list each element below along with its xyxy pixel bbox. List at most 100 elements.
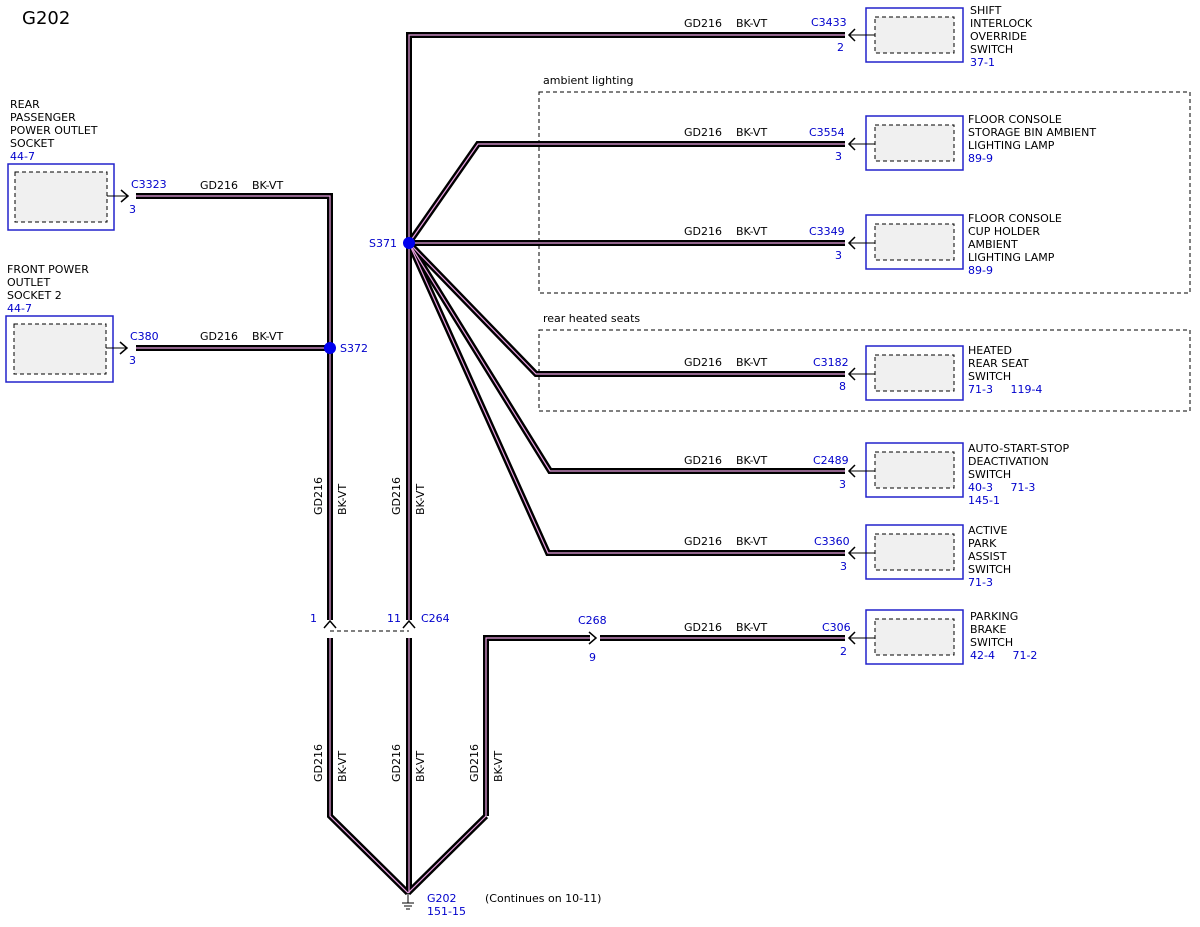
component-active-park-assist-switch: C3360 3 ACTIVE PARK ASSIST SWITCH 71-3: [814, 524, 1011, 589]
svg-text:BK-VT: BK-VT: [736, 356, 767, 369]
svg-text:FRONT POWER: FRONT POWER: [7, 263, 89, 276]
ground-note: (Continues on 10-11): [485, 892, 601, 905]
svg-text:C3360: C3360: [814, 535, 850, 548]
svg-text:BK-VT: BK-VT: [736, 126, 767, 139]
svg-text:BK-VT: BK-VT: [336, 751, 349, 782]
svg-text:BRAKE: BRAKE: [970, 623, 1006, 636]
svg-text:GD216: GD216: [684, 454, 722, 467]
ambient-lighting-group: [538, 91, 1191, 294]
svg-text:REAR: REAR: [10, 98, 40, 111]
svg-text:C3323: C3323: [131, 178, 167, 191]
svg-text:PARKING: PARKING: [970, 610, 1018, 623]
svg-text:GD216: GD216: [684, 535, 722, 548]
vertical-wire-labels: GD216 BK-VT GD216 BK-VT GD216 BK-VT GD21…: [312, 477, 505, 782]
svg-text:LIGHTING LAMP: LIGHTING LAMP: [968, 251, 1055, 264]
svg-text:PARK: PARK: [968, 537, 997, 550]
rear-heated-seats-group: [538, 329, 1191, 412]
svg-text:145-1: 145-1: [968, 494, 1000, 507]
svg-text:BK-VT: BK-VT: [492, 751, 505, 782]
c264-pin-a: 1: [310, 612, 317, 625]
svg-text:GD216: GD216: [684, 225, 722, 238]
svg-text:SOCKET: SOCKET: [10, 137, 54, 150]
ground-ref: 151-15: [427, 905, 466, 918]
c268-label: C268: [578, 614, 607, 627]
svg-text:GD216: GD216: [468, 744, 481, 782]
svg-text:2: 2: [837, 41, 844, 54]
svg-text:BK-VT: BK-VT: [736, 454, 767, 467]
svg-text:42-4 71-2: 42-4 71-2: [970, 649, 1037, 662]
component-heated-rear-seat-switch: C3182 8 HEATED REAR SEAT SWITCH 71-3 119…: [813, 344, 1042, 401]
ambient-lighting-label: ambient lighting: [543, 74, 633, 87]
svg-text:C2489: C2489: [813, 454, 849, 467]
svg-text:BK-VT: BK-VT: [414, 484, 427, 515]
svg-text:GD216: GD216: [312, 477, 325, 515]
svg-text:FLOOR CONSOLE: FLOOR CONSOLE: [968, 212, 1062, 225]
svg-text:GD216: GD216: [684, 621, 722, 634]
svg-text:C380: C380: [130, 330, 159, 343]
rear-heated-seats-label: rear heated seats: [543, 312, 640, 325]
svg-text:DEACTIVATION: DEACTIVATION: [968, 455, 1049, 468]
svg-text:2: 2: [840, 645, 847, 658]
svg-text:LIGHTING LAMP: LIGHTING LAMP: [968, 139, 1055, 152]
svg-text:BK-VT: BK-VT: [336, 484, 349, 515]
component-cup-holder-ambient-lamp: C3349 3 FLOOR CONSOLE CUP HOLDER AMBIENT…: [809, 212, 1062, 277]
svg-text:SHIFT: SHIFT: [970, 4, 1002, 17]
svg-text:BK-VT: BK-VT: [736, 225, 767, 238]
svg-text:3: 3: [835, 249, 842, 262]
c268-pin: 9: [589, 651, 596, 664]
svg-text:OUTLET: OUTLET: [7, 276, 51, 289]
svg-text:BK-VT: BK-VT: [736, 17, 767, 30]
diagram-title: G202: [22, 8, 70, 29]
component-auto-start-stop-switch: C2489 3 AUTO-START-STOP DEACTIVATION SWI…: [813, 442, 1069, 507]
svg-text:SWITCH: SWITCH: [970, 43, 1013, 56]
component-shift-interlock-override-switch: C3433 2 SHIFT INTERLOCK OVERRIDE SWITCH …: [811, 4, 1033, 69]
svg-text:OVERRIDE: OVERRIDE: [970, 30, 1027, 43]
component-front-power-outlet-socket-2: C380 3 FRONT POWER OUTLET SOCKET 2 44-7: [5, 263, 159, 383]
svg-text:37-1: 37-1: [970, 56, 995, 69]
svg-text:GD216: GD216: [390, 744, 403, 782]
svg-text:CUP HOLDER: CUP HOLDER: [968, 225, 1040, 238]
svg-text:BK-VT: BK-VT: [252, 179, 283, 192]
splice-s371: [403, 237, 415, 249]
connector-c264: 1 11 C264: [310, 612, 450, 632]
svg-text:PASSENGER: PASSENGER: [10, 111, 76, 124]
ground-g202: G202 151-15 (Continues on 10-11): [402, 892, 601, 918]
svg-text:SWITCH: SWITCH: [968, 370, 1011, 383]
svg-text:STORAGE BIN AMBIENT: STORAGE BIN AMBIENT: [968, 126, 1096, 139]
svg-text:C3182: C3182: [813, 356, 849, 369]
svg-text:SWITCH: SWITCH: [968, 468, 1011, 481]
svg-text:SWITCH: SWITCH: [970, 636, 1013, 649]
svg-text:GD216: GD216: [684, 356, 722, 369]
svg-text:44-7: 44-7: [7, 302, 32, 315]
svg-text:FLOOR CONSOLE: FLOOR CONSOLE: [968, 113, 1062, 126]
component-parking-brake-switch: C306 2 PARKING BRAKE SWITCH 42-4 71-2: [822, 609, 1037, 665]
svg-text:71-3 119-4: 71-3 119-4: [968, 383, 1042, 396]
svg-text:GD216: GD216: [390, 477, 403, 515]
svg-text:GD216: GD216: [312, 744, 325, 782]
svg-text:HEATED: HEATED: [968, 344, 1012, 357]
svg-text:INTERLOCK: INTERLOCK: [970, 17, 1033, 30]
svg-text:3: 3: [835, 150, 842, 163]
wires: [136, 32, 845, 896]
splice-s372: [324, 342, 336, 354]
svg-text:POWER OUTLET: POWER OUTLET: [10, 124, 98, 137]
svg-text:3: 3: [839, 478, 846, 491]
svg-text:71-3: 71-3: [968, 576, 993, 589]
splice-s372-label: S372: [340, 342, 368, 355]
svg-text:ACTIVE: ACTIVE: [968, 524, 1008, 537]
svg-text:SOCKET 2: SOCKET 2: [7, 289, 62, 302]
svg-text:BK-VT: BK-VT: [252, 330, 283, 343]
svg-text:GD216: GD216: [200, 330, 238, 343]
svg-text:C3349: C3349: [809, 225, 845, 238]
svg-text:8: 8: [839, 380, 846, 393]
svg-text:GD216: GD216: [684, 126, 722, 139]
svg-text:BK-VT: BK-VT: [736, 535, 767, 548]
svg-text:3: 3: [840, 560, 847, 573]
svg-text:AMBIENT: AMBIENT: [968, 238, 1018, 251]
c264-pin-b: 11: [387, 612, 401, 625]
svg-text:GD216: GD216: [200, 179, 238, 192]
svg-text:GD216: GD216: [684, 17, 722, 30]
svg-text:BK-VT: BK-VT: [414, 751, 427, 782]
